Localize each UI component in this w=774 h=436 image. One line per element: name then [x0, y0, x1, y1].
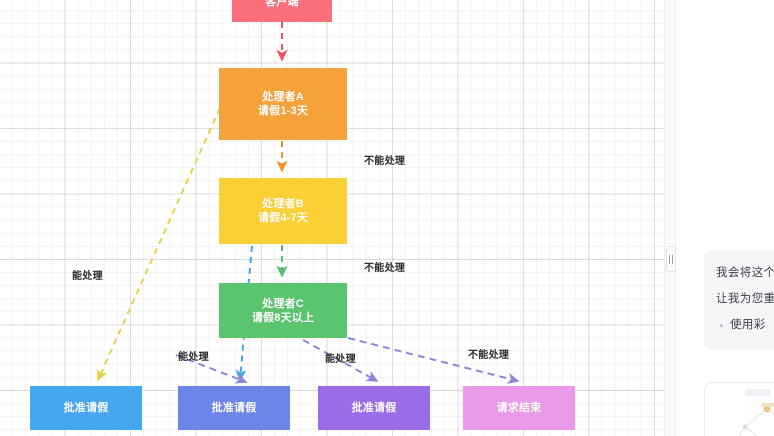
node-handler-a-sublabel: 请假1-3天 — [257, 105, 309, 117]
edge-label-cannot-handle-3: 不能处理 — [468, 350, 510, 361]
node-handler-c[interactable]: 处理者C 请假8天以上 — [219, 283, 347, 338]
flowchart-edges — [97, 22, 520, 384]
edge-label-can-handle-2: 能处理 — [178, 352, 209, 363]
assistant-message-line-1: 我会将这个 — [716, 267, 774, 279]
handle-grip-line — [669, 254, 670, 264]
edge-incoming-approve-3 — [175, 354, 248, 384]
edge-label-can-handle-3: 能处理 — [325, 354, 356, 365]
assistant-diagram-thumbnail[interactable] — [704, 382, 774, 436]
node-handler-b[interactable]: 处理者B 请假4-7天 — [219, 178, 347, 244]
assistant-message-bubble: 我会将这个 让我为您重 使用彩 — [704, 250, 774, 350]
node-request-end[interactable]: 请求结束 — [463, 386, 575, 430]
assistant-message-line-2: 让我为您重 — [716, 293, 774, 305]
flowchart-canvas[interactable]: 客户端 处理者A 请假1-3天 处理者B 请假4-7天 处理者C 请假8天以上 … — [0, 0, 664, 436]
edge-label-cannot-handle-2: 不能处理 — [364, 263, 406, 274]
node-handler-a-label: 处理者A — [262, 91, 304, 103]
edge-handler-c-to-approve-3 — [302, 339, 379, 382]
node-handler-b-label: 处理者B — [262, 198, 304, 210]
node-approve-1[interactable]: 批准请假 — [30, 386, 142, 430]
panel-splitter[interactable] — [664, 0, 676, 436]
node-request-end-label: 请求结束 — [496, 402, 542, 414]
node-handler-b-sublabel: 请假4-7天 — [257, 212, 309, 224]
edge-handler-a-to-approve-1 — [97, 107, 221, 382]
node-approve-1-label: 批准请假 — [63, 402, 109, 414]
handle-grip-line — [672, 254, 673, 264]
assistant-bullet-text: 使用彩 — [730, 319, 766, 331]
node-handler-c-sublabel: 请假8天以上 — [251, 311, 315, 324]
edge-label-can-handle-1: 能处理 — [72, 271, 103, 282]
node-approve-3-label: 批准请假 — [351, 402, 397, 414]
node-client-label: 客户端 — [265, 0, 299, 8]
assistant-panel: 我会将这个 让我为您重 使用彩 — [676, 0, 774, 436]
node-approve-2[interactable]: 批准请假 — [178, 386, 290, 430]
thumbnail-preview-graphic — [738, 403, 774, 436]
node-approve-2-label: 批准请假 — [211, 402, 257, 414]
edge-label-cannot-handle-1: 不能处理 — [364, 156, 406, 167]
node-approve-3[interactable]: 批准请假 — [318, 386, 430, 430]
node-client[interactable]: 客户端 — [232, 0, 332, 22]
thumbnail-title-placeholder — [745, 389, 771, 396]
node-handler-a[interactable]: 处理者A 请假1-3天 — [219, 68, 347, 140]
bullet-dot-icon — [720, 323, 723, 327]
assistant-bullet-item: 使用彩 — [716, 312, 774, 338]
edge-handler-c-to-reject — [347, 337, 520, 384]
splitter-drag-handle[interactable] — [666, 246, 676, 272]
node-handler-c-label: 处理者C — [262, 297, 304, 310]
